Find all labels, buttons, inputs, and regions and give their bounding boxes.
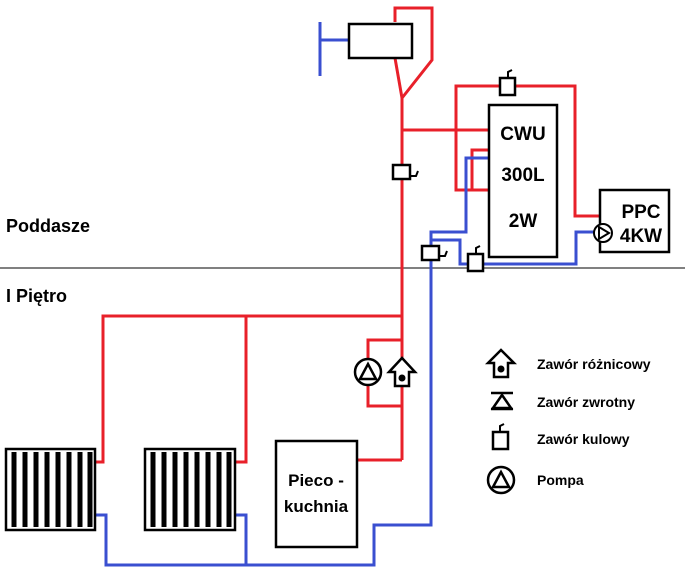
cwu-tank — [487, 103, 559, 259]
check-valve-icon — [490, 391, 514, 411]
ppc-heat-pump — [598, 188, 671, 254]
pump-icon — [486, 465, 516, 495]
cwu-label: CWU — [500, 124, 545, 145]
stove-label-line2: kuchnia — [284, 497, 349, 516]
legend: Zawór różnicowy Zawór zwrotny Zawór kulo… — [484, 348, 651, 495]
riser-differential-valve-icon — [386, 356, 418, 388]
ball-valve-return-icon — [420, 244, 448, 262]
radiator-1 — [4, 447, 97, 532]
ppc-power: 4KW — [620, 226, 662, 247]
stove-box — [274, 439, 359, 549]
expansion-tank-link — [393, 57, 404, 99]
cwu-inner-link — [470, 148, 489, 190]
expansion-tank-pipe — [393, 6, 434, 99]
differential-valve-icon — [484, 348, 518, 379]
ball-valve-bottom-icon — [466, 245, 485, 273]
stove-label-line1: Pieco - — [288, 471, 344, 490]
floor-label-upper: Poddasze — [6, 216, 90, 236]
legend-label-check-valve: Zawór zwrotny — [537, 394, 635, 410]
cwu-coils: 2W — [509, 211, 538, 232]
return-pipes — [95, 22, 594, 567]
legend-label-differential-valve: Zawór różnicowy — [537, 356, 651, 372]
legend-label-pump: Pompa — [537, 472, 584, 488]
supply-to-radiator-1 — [95, 314, 402, 464]
cwu-capacity: 300L — [501, 165, 545, 186]
return-to-ppc — [431, 230, 594, 266]
return-radiator-2 — [235, 513, 248, 565]
ppc-label: PPC — [621, 202, 660, 223]
supply-to-radiator-2 — [235, 316, 248, 464]
legend-label-ball-valve: Zawór kulowy — [537, 431, 630, 447]
ball-valve-icon — [491, 423, 510, 451]
floor-label-lower: I Piętro — [6, 286, 67, 306]
return-main — [95, 255, 433, 567]
ball-valve-riser-icon — [391, 163, 419, 181]
bypass-pump-icon — [353, 357, 383, 387]
expansion-tank — [347, 22, 414, 60]
ppc-pump-icon — [593, 223, 613, 243]
radiator-2 — [143, 447, 237, 532]
ball-valve-top-icon — [498, 69, 517, 97]
